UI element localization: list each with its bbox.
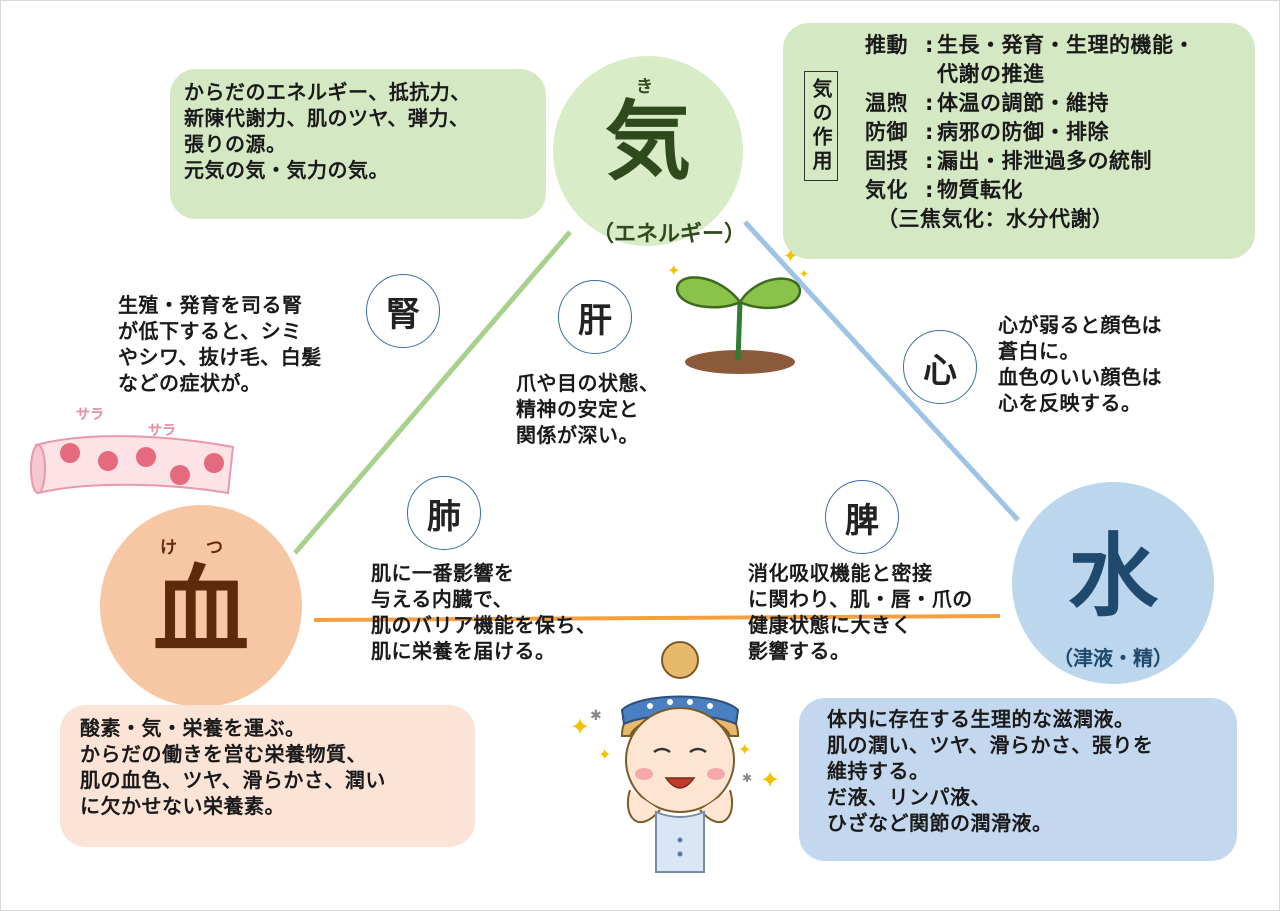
kidney-organ-circle: 腎 [366, 274, 440, 348]
blood-ruby: け つ [160, 538, 229, 558]
spleen-kanji: 脾 [845, 500, 879, 541]
liver-kanji: 肝 [578, 300, 612, 341]
heart-description: 心が弱ると顔色は 蒼白に。 血色のいい顔色は 心を反映する。 [998, 313, 1162, 415]
svg-text:✦: ✦ [570, 713, 590, 741]
water-kanji: 水 [1068, 524, 1158, 629]
function-label: 固摂 [865, 149, 908, 173]
kidney-description: 生殖・発育を司る腎 が低下すると、シミ やシワ、抜け毛、白髪 などの症状が。 [118, 293, 322, 395]
qi-description-box: からだのエネルギー、抵抗力、 新陳代謝力、肌のツヤ、弾力、 張りの源。 元気の気… [170, 69, 546, 219]
function-text: 病邪の防御・排除 [937, 120, 1109, 144]
qi-functions-box: 気の作用 推動: 生長・発育・生理的機能・ 代謝の推進 温煦: 体温の調節・維持… [783, 23, 1255, 259]
function-text: 生長・発育・生理的機能・ 代謝の推進 [937, 33, 1195, 86]
spleen-organ-circle: 脾 [825, 480, 899, 554]
blood-vessel-icon: サラ サラ [30, 407, 235, 495]
svg-text:✱: ✱ [742, 771, 752, 785]
svg-text:✦: ✦ [667, 261, 680, 280]
function-label: 推動 [865, 33, 908, 57]
qi-blood-line [293, 230, 572, 555]
water-subtitle: （津液・精） [1053, 646, 1173, 670]
blood-description-box: 酸素・気・栄養を運ぶ。 からだの働きを営む栄養物質、 肌の血色、ツヤ、滑らかさ、… [60, 705, 475, 847]
liver-organ-circle: 肝 [558, 280, 632, 354]
qi-kanji: 気 [605, 92, 691, 192]
lung-description: 肌に一番影響を 与える内臓で、 肌のバリア機能を保ち、 肌に栄養を届ける。 [371, 561, 597, 663]
svg-text:✦: ✦ [598, 745, 611, 764]
qi-circle [553, 56, 743, 246]
water-circle [1012, 482, 1214, 684]
qi-functions-note: （三焦気化：水分代謝） [877, 207, 1114, 231]
function-text: 物質転化 [937, 178, 1023, 202]
lung-kanji: 肺 [427, 496, 461, 537]
function-text: 体温の調節・維持 [937, 91, 1109, 115]
qi-ruby: き [636, 77, 653, 97]
svg-text:✦: ✦ [760, 766, 780, 794]
water-description: 体内に存在する生理的な滋潤液。 肌の潤い、ツヤ、滑らかさ、張りを 維持する。 だ… [827, 707, 1154, 835]
kidney-kanji: 腎 [386, 294, 420, 335]
svg-text:✦: ✦ [738, 740, 751, 759]
qi-water-line [743, 220, 1020, 522]
function-row: 気化: 物質転化 [865, 176, 1195, 205]
svg-text:✦: ✦ [799, 267, 809, 281]
function-row: 推動: 生長・発育・生理的機能・ 代謝の推進 [865, 31, 1195, 89]
water-description-box: 体内に存在する生理的な滋潤液。 肌の潤い、ツヤ、滑らかさ、張りを 維持する。 だ… [799, 698, 1237, 861]
blood-description: 酸素・気・栄養を運ぶ。 からだの働きを営む栄養物質、 肌の血色、ツヤ、滑らかさ、… [80, 716, 386, 818]
heart-kanji: 心 [923, 350, 957, 391]
blood-kanji: 血 [153, 555, 249, 667]
lung-organ-circle: 肺 [407, 476, 481, 550]
function-label: 防御 [865, 120, 908, 144]
svg-text:✱: ✱ [590, 708, 602, 724]
liver-description: 爪や目の状態、 精神の安定と 関係が深い。 [516, 371, 660, 447]
function-label: 温煦 [865, 91, 908, 115]
smiling-woman-icon: ✦ ✱ ✦ ✦ ✦ ✱ [570, 641, 780, 873]
sara-label-2: サラ [148, 423, 176, 439]
heart-organ-circle: 心 [903, 330, 977, 404]
function-row: 防御: 病邪の防御・排除 [865, 118, 1195, 147]
qi-functions-title: 気の作用 [804, 71, 838, 181]
sprout-icon: ✦ ✦ ✦ [667, 250, 809, 374]
blood-water-line [313, 614, 1001, 622]
function-row: 温煦: 体温の調節・維持 [865, 89, 1195, 118]
sara-label-1: サラ [76, 407, 104, 423]
qi-functions-list: 推動: 生長・発育・生理的機能・ 代謝の推進 温煦: 体温の調節・維持 防御: … [865, 31, 1195, 234]
svg-text:✦: ✦ [783, 250, 798, 267]
qi-subtitle: （エネルギー） [592, 222, 747, 247]
function-text: 漏出・排泄過多の統制 [937, 149, 1152, 173]
spleen-description: 消化吸収機能と密接 に関わり、肌・唇・爪の 健康状態に大きく 影響する。 [748, 561, 973, 663]
qi-description: からだのエネルギー、抵抗力、 新陳代謝力、肌のツヤ、弾力、 張りの源。 元気の気… [184, 80, 471, 182]
function-row: 固摂: 漏出・排泄過多の統制 [865, 147, 1195, 176]
blood-circle [100, 505, 302, 707]
function-label: 気化 [865, 178, 908, 202]
